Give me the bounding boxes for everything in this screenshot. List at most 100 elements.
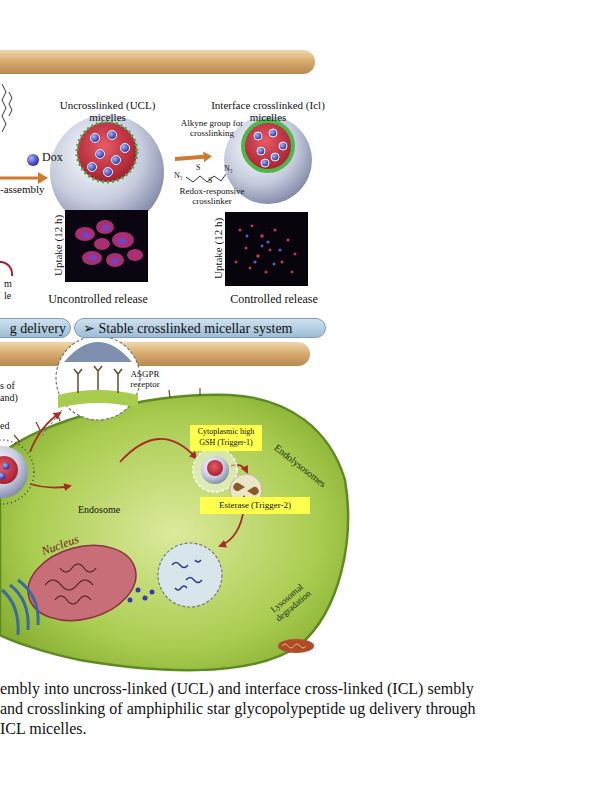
uptake-image-rect: [225, 212, 308, 286]
golgi-stack-path: [18, 580, 38, 625]
section-band-rect: [0, 50, 315, 74]
text-label: m: [4, 278, 12, 290]
text-label: le: [4, 290, 11, 302]
uptake-image-g-circle: [274, 229, 277, 232]
image-panel: Uptake (12 h)Controlled release: [206, 208, 322, 308]
node-subtext: Uncontrolled release: [38, 292, 158, 306]
node-text: Uncrosslinked (UCL) micelles: [40, 99, 175, 123]
ucl-micelle-g-circle: [104, 168, 113, 177]
uptake-image-g-ellipse: [82, 251, 102, 265]
uptake-image-g-circle: [246, 235, 249, 238]
uptake-image-g-ellipse: [112, 232, 134, 248]
uptake-image-g-circle: [273, 263, 276, 266]
text-label: S: [196, 163, 200, 173]
assembly-arrow-line: [0, 177, 38, 180]
node-text: Uptake (12 h): [212, 211, 225, 285]
icl-micelle-g-circle: [269, 129, 277, 137]
assembly-arrow: [0, 154, 48, 184]
uptake-image-g-circle: [269, 249, 272, 252]
node-text: Endosome: [62, 504, 136, 516]
node-text: Esterase (Trigger-2): [200, 499, 310, 511]
polymer-chains-path: [9, 92, 12, 116]
node-text: Uptake (12 h): [52, 208, 65, 282]
crosslinker-chain: [186, 174, 226, 182]
drug-dots-circle: [136, 588, 141, 593]
endolysosome-circle: [201, 456, 229, 484]
polymer-chains-path: [2, 84, 6, 132]
text-label: ASGPR receptor: [120, 369, 170, 389]
bound-micelle-circle: [0, 440, 34, 504]
receptor-zoom: [40, 336, 140, 438]
uptake-image-g: [235, 225, 297, 274]
lysosome-g-path: [195, 560, 201, 562]
summary-pill: ➢ Stable crosslinked micellar system: [74, 318, 326, 338]
uptake-image-g-circle: [235, 261, 238, 264]
receptor-zoom-path: [58, 390, 138, 408]
trigger-box: Cytoplasmic high GSH (Trigger-1): [190, 425, 262, 451]
uptake-image-g-circle: [286, 238, 289, 241]
uptake-image-g-circle: [256, 254, 260, 258]
cell-body: [0, 395, 348, 670]
bound-micelle-circle: [3, 463, 10, 470]
receptor-zoom-g: [74, 366, 122, 393]
uptake-image-g-ellipse: [82, 232, 90, 238]
node-text: ➢ Stable crosslinked micellar system: [83, 320, 293, 337]
uptake-image-g-ellipse: [96, 220, 114, 234]
ucl-micelle-g: [88, 131, 130, 177]
uptake-image-g-ellipse: [75, 227, 95, 241]
uptake-image-g-circle: [294, 253, 297, 256]
text-label: -assembly: [0, 183, 45, 196]
uptake-image-g-circle: [280, 260, 283, 263]
uptake-image-g: [82, 225, 127, 264]
endolysosome-g-path: [247, 487, 259, 495]
process-arrow: [175, 151, 212, 162]
lysosome-g-path: [175, 586, 187, 590]
nucleus-g-path: [60, 564, 96, 572]
assembly-arrow-circle: [27, 154, 39, 166]
drug-dots-circle: [150, 590, 155, 595]
partial-circle: [0, 262, 12, 276]
nucleus-g-path: [55, 596, 91, 604]
lysosome-g-path: [172, 563, 188, 568]
uptake-image-g-ellipse: [94, 238, 110, 250]
pathway-arrow-path: [120, 439, 196, 462]
endolysosome-circle: [207, 460, 223, 476]
node-text: Cytoplasmic high GSH (Trigger-1): [190, 427, 262, 448]
icl-micelle-g-circle: [261, 159, 269, 167]
node-text: g delivery: [0, 320, 66, 337]
bound-micelle: [0, 440, 34, 504]
node-subtext: Controlled release: [218, 292, 330, 306]
uptake-image-g-circle: [251, 225, 254, 228]
text-label: Redox-responsive crosslinker: [170, 186, 254, 206]
uptake-image-g-circle: [260, 234, 264, 238]
image-panel: Uptake (12 h) Uncontrolled release: [38, 208, 158, 308]
uptake-image-g: [246, 235, 282, 266]
drug-dots-circle: [143, 596, 148, 601]
endolysosome-g-path: [233, 483, 245, 491]
micelle-node: Uncrosslinked (UCL) micelles: [40, 96, 175, 232]
lysosome-g-path: [186, 578, 202, 583]
summary-pill: g delivery: [0, 318, 71, 338]
uptake-image-g-ellipse: [106, 253, 124, 267]
ucl-micelle-circle: [77, 122, 137, 182]
uptake-image-g-circle: [266, 240, 269, 243]
icl-micelle-g: [254, 129, 287, 167]
uptake-image-g-ellipse: [127, 249, 143, 261]
drug-dots-circle: [128, 598, 133, 603]
text-label: Dox: [42, 150, 63, 164]
membrane-receptors-line: [169, 390, 170, 398]
pathway-arrow-path: [30, 413, 60, 452]
uptake-image-g-circle: [249, 267, 252, 270]
mitochondrion-path: [282, 644, 306, 648]
arrow-shaft: [175, 157, 204, 159]
lysosome: [158, 543, 222, 607]
uptake-image-g-ellipse: [117, 238, 127, 244]
icl-micelle-g-circle: [271, 153, 279, 161]
icl-micelle-circle: [243, 121, 293, 171]
ucl-micelle-g-circle: [121, 144, 130, 153]
text-label: Alkyne group for crosslinking: [170, 118, 254, 138]
golgi-stack: [2, 580, 38, 635]
receptor-zoom-circle: [56, 336, 140, 420]
uptake-image-g-circle: [253, 260, 256, 263]
